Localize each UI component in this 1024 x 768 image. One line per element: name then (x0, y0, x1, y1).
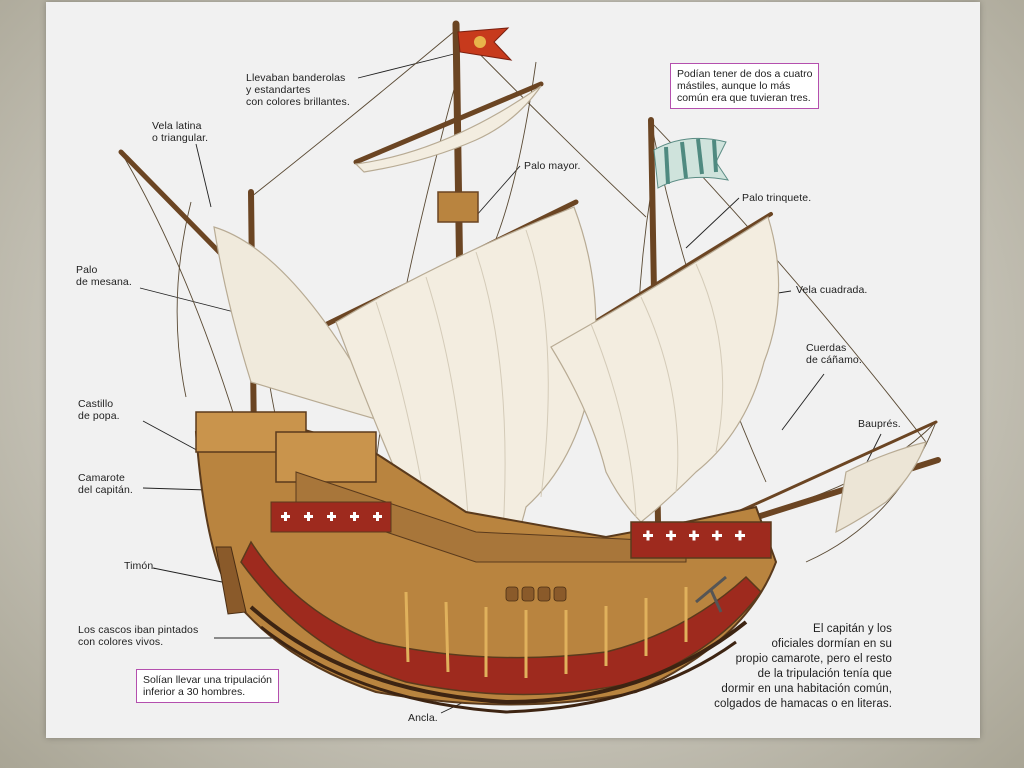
crows-nest (437, 191, 479, 223)
label-vela-latina: Vela latina o triangular. (152, 120, 209, 144)
label-banderolas: Llevaban banderolas y estandartes con co… (246, 72, 350, 108)
slide-panel: Llevaban banderolas y estandartes con co… (46, 2, 980, 738)
rudder (215, 546, 247, 615)
anchor (695, 575, 727, 613)
bow-castle (630, 521, 772, 559)
label-palo-trinquete: Palo trinquete. (742, 192, 812, 204)
label-baupres: Bauprés. (858, 418, 901, 430)
label-castillo-popa: Castillo de popa. (78, 398, 120, 422)
label-cascos: Los cascos iban pintados con colores viv… (78, 624, 199, 648)
caravel-illustration (118, 20, 941, 714)
flags (457, 27, 730, 189)
hull (194, 411, 778, 714)
striped-pennant-flag (653, 137, 730, 189)
label-capitan-text: El capitán y los oficiales dormían en su… (714, 623, 892, 710)
label-camarote: Camarote del capitán. (78, 472, 133, 496)
label-cuerdas: Cuerdas de cáñamo. (806, 342, 862, 366)
label-palo-mesana: Palo de mesana. (76, 264, 132, 288)
label-ancla: Ancla. (408, 712, 438, 724)
label-vela-cuadrada: Vela cuadrada. (796, 284, 868, 296)
label-palo-mayor: Palo mayor. (524, 160, 581, 172)
note-tripulacion: Solían llevar una tripulación inferior a… (136, 669, 279, 703)
label-timon: Timón. (124, 560, 157, 572)
note-mastiles: Podían tener de dos a cuatro mástiles, a… (670, 63, 820, 109)
